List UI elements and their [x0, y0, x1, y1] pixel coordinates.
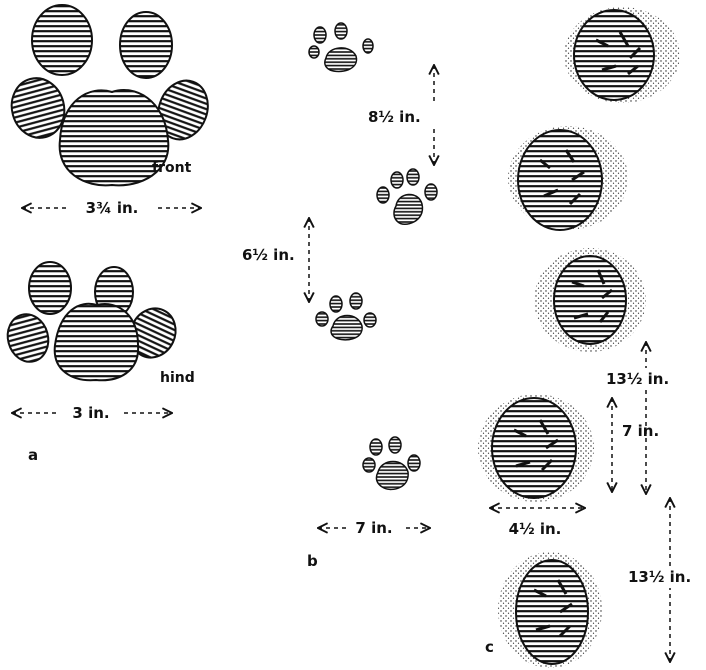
front-width-label: 3¾ in. [86, 199, 139, 217]
hind-label: hind [160, 370, 195, 386]
trail-b-print-1 [309, 23, 373, 71]
snow-print-5 [498, 552, 602, 668]
stride-c-lower-label: 13½ in. [628, 568, 691, 586]
stride-b-lower-label: 6½ in. [242, 246, 295, 264]
snow-print-1 [564, 7, 680, 103]
stride-c-upper-arrow [604, 342, 700, 494]
panel-c-label: c [485, 638, 494, 656]
hind-paw-print [2, 262, 183, 380]
trail-b-print-3 [316, 293, 376, 340]
hind-width-label: 3 in. [72, 404, 109, 422]
snow-print-4 [478, 394, 594, 502]
print-length-arrow [612, 398, 670, 492]
panel-b-label: b [307, 552, 318, 570]
front-label: front [152, 160, 192, 176]
straddle-b-label: 7 in. [355, 519, 392, 537]
front-paw-print [5, 5, 216, 185]
print-width-label: 4½ in. [509, 520, 562, 538]
stride-b-upper-label: 8½ in. [368, 108, 421, 126]
trail-b-print-2 [377, 169, 437, 224]
panel-a-label: a [28, 446, 38, 464]
print-length-label: 7 in. [622, 422, 659, 440]
stride-c-upper-label: 13½ in. [606, 370, 669, 388]
snow-print-3 [534, 248, 646, 352]
trail-b-print-4 [363, 437, 420, 489]
snow-print-2 [508, 126, 628, 230]
